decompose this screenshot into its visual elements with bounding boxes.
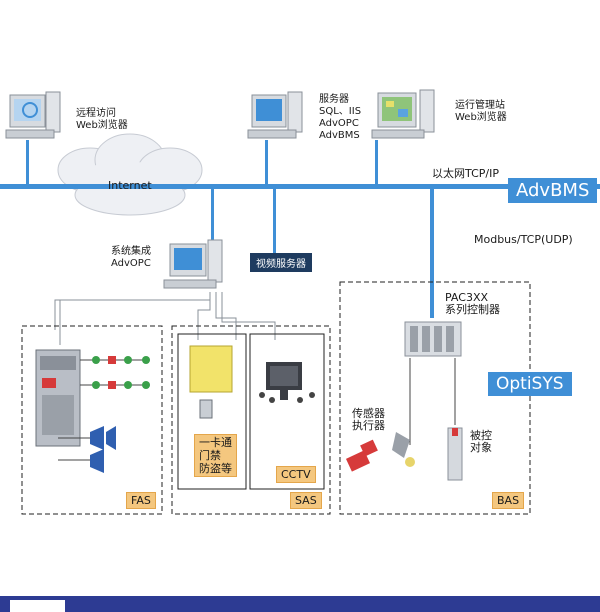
pac-drop-line [430,188,434,318]
controlled-object-icon [447,427,463,481]
ops-computer-icon [371,89,435,139]
remote-drop-line [26,140,29,186]
integration-label: 系统集成 AdvOPC [111,246,151,269]
fire-alarm-panel-icon [35,349,81,447]
sas-tag: SAS [290,492,322,509]
actuator-icon [345,439,378,472]
sensor-icon [392,432,415,467]
pac-controller-icon [404,321,462,357]
access-control-tag: 一卡通 门禁 防盗等 [194,434,237,477]
ops-station-label: 运行管理站 Web浏览器 [455,100,507,123]
fas-box [21,325,163,515]
integration-computer-icon [163,239,223,289]
fas-tag: FAS [126,492,156,509]
advbms-badge: AdvBMS [508,178,598,203]
server-drop-line [265,140,268,186]
internet-label: Internet [108,179,152,192]
bas-tag: BAS [492,492,525,509]
video-drop-line [273,188,276,260]
cctv-tag: CCTV [276,466,316,483]
optisys-badge: OptiSYS [488,372,572,396]
speaker-icons [58,426,116,473]
footer-bar [0,596,600,612]
integration-drop-line [211,188,214,246]
integration-links [54,292,276,345]
pac-controller-label: PAC3XX 系列控制器 [445,291,500,316]
access-control-panel-icon [189,345,233,419]
ethernet-bus-over-cloud [60,184,200,189]
modbus-label: Modbus/TCP(UDP) [474,233,573,246]
server-label: 服务器 SQL、IIS AdvOPC AdvBMS [319,94,362,141]
ops-drop-line [375,140,378,186]
access-control-box [177,333,247,490]
footer-box [10,600,65,612]
remote-computer-icon [5,91,61,139]
server-computer-icon [247,91,303,139]
sensor-actuator-label: 传感器 执行器 [352,407,385,432]
internet-cloud [57,133,203,216]
fas-detectors [80,356,150,389]
ethernet-label: 以太网TCP/IP [432,167,499,180]
cctv-box [249,333,325,490]
ethernet-bus [0,184,600,189]
controlled-object-label: 被控 对象 [470,429,492,454]
sas-box [171,325,331,515]
bas-box [339,281,531,515]
remote-access-label: 远程访问 Web浏览器 [76,108,128,131]
video-server-tag: 视频服务器 [250,253,312,272]
cctv-monitor-icon [259,362,315,403]
